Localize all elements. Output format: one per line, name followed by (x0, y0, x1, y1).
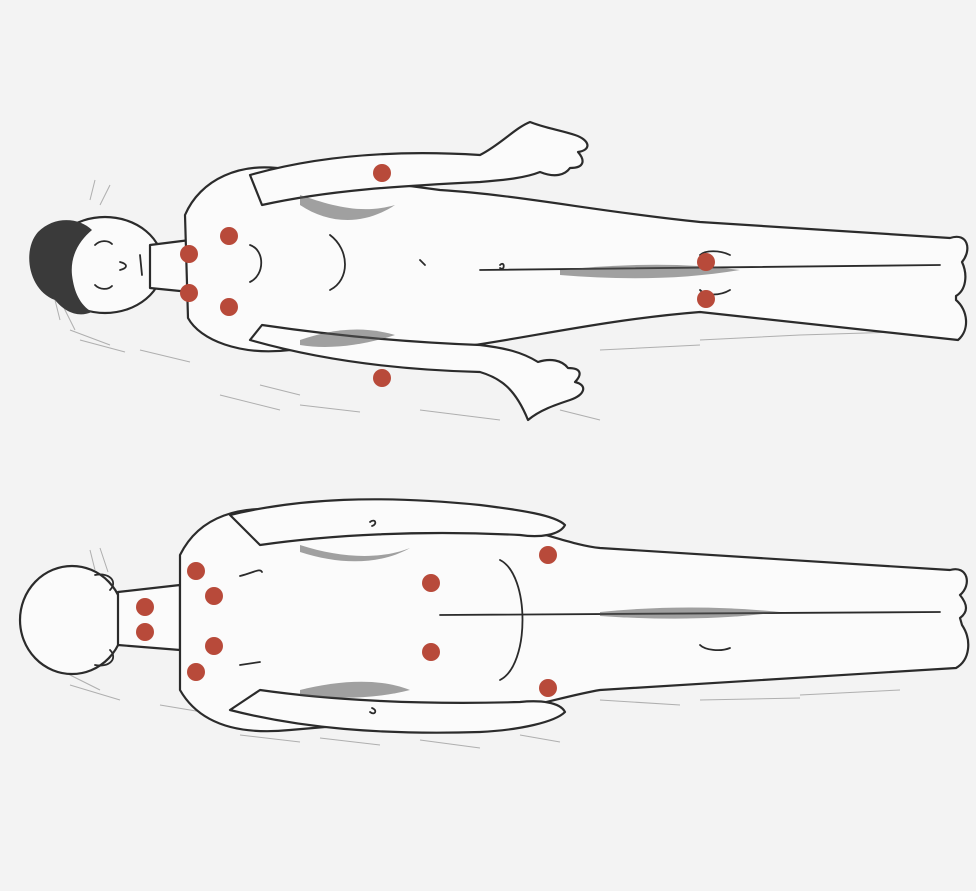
tender-point-anterior-second-rib-left (220, 298, 238, 316)
posterior-figure (20, 499, 968, 748)
tender-point-posterior-occiput-lower (136, 623, 154, 641)
tender-point-anterior-low-cervical-right (180, 245, 198, 263)
tender-point-posterior-supraspinatus-left (205, 637, 223, 655)
tender-point-anterior-knee-right (697, 253, 715, 271)
tender-point-posterior-trapezius-right (187, 562, 205, 580)
tender-point-anterior-knee-left (697, 290, 715, 308)
tender-point-anterior-second-rib-right (220, 227, 238, 245)
tender-point-posterior-trapezius-left (187, 663, 205, 681)
posterior-neck (118, 585, 180, 650)
tender-point-posterior-occiput-upper (136, 598, 154, 616)
tender-point-anterior-low-cervical-left (180, 284, 198, 302)
tender-point-posterior-gluteal-right (422, 574, 440, 592)
tender-point-posterior-greater-trochanter-left (539, 679, 557, 697)
anterior-figure (29, 122, 967, 420)
tender-point-anterior-lateral-epicondyle-right (373, 164, 391, 182)
posterior-head (20, 566, 124, 674)
tender-point-posterior-greater-trochanter-right (539, 546, 557, 564)
tender-point-posterior-gluteal-left (422, 643, 440, 661)
tender-point-posterior-supraspinatus-right (205, 587, 223, 605)
tender-point-anterior-lateral-epicondyle-left (373, 369, 391, 387)
